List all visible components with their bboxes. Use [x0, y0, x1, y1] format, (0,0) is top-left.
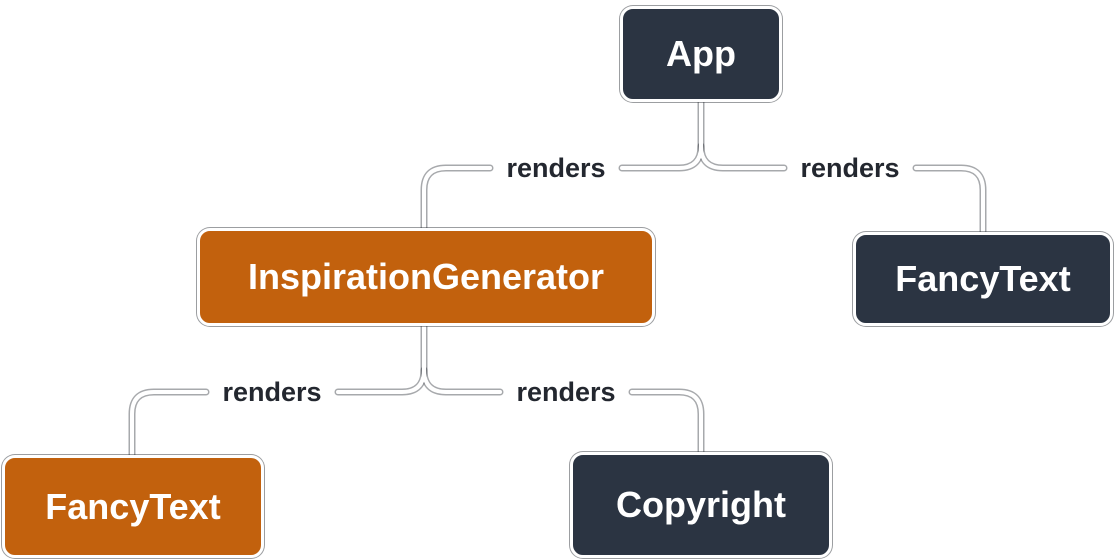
edge-label-renders: renders [222, 377, 322, 407]
node-fancy-text-top-label: FancyText [895, 258, 1071, 299]
node-inspiration-generator: InspirationGenerator [197, 228, 655, 326]
node-fancy-text-top: FancyText [853, 232, 1113, 326]
edge-label-renders: renders [506, 153, 606, 183]
edge-label-renders: renders [800, 153, 900, 183]
node-app-label: App [666, 33, 736, 74]
node-fancy-text-bottom-label: FancyText [45, 485, 221, 527]
node-app: App [620, 6, 782, 102]
node-copyright: Copyright [570, 452, 832, 558]
edge-app-fancytext [699, 144, 985, 234]
node-inspiration-generator-label: InspirationGenerator [247, 256, 605, 297]
edge-inspirationgenerator-copyright [422, 368, 703, 454]
edge-label-renders: renders [516, 377, 616, 407]
node-copyright-label: Copyright [616, 484, 786, 525]
node-fancy-text-bottom: FancyText [2, 455, 264, 558]
